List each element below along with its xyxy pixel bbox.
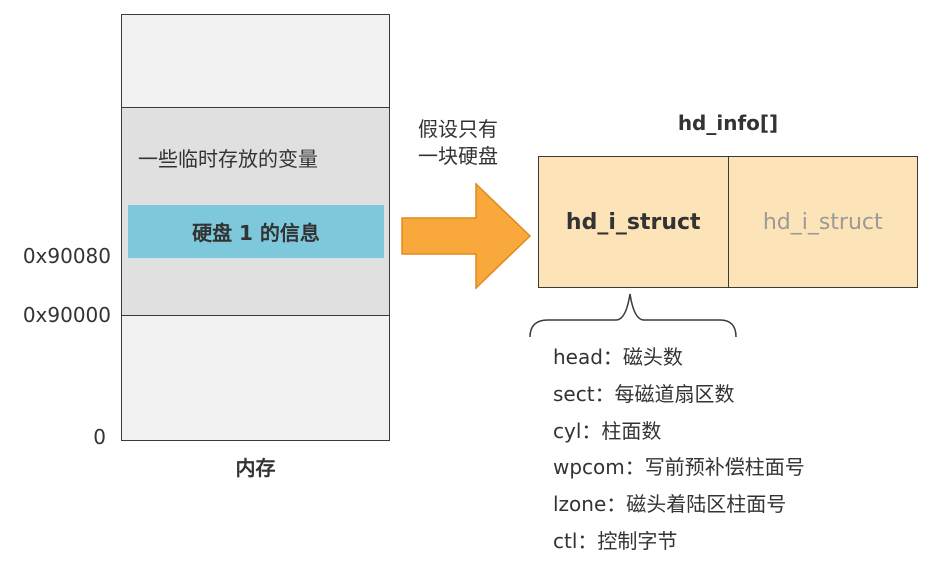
arrow-label: 假设只有 一块硬盘 bbox=[418, 116, 498, 170]
memory-title: 内存 bbox=[235, 456, 276, 480]
disk1-info-label: 硬盘 1 的信息 bbox=[192, 221, 320, 245]
right-arrow-icon bbox=[401, 182, 532, 290]
field-lzone: lzone：磁头着陆区柱面号 bbox=[553, 492, 787, 517]
field-cyl: cyl：柱面数 bbox=[553, 418, 662, 443]
field-ctl: ctl：控制字节 bbox=[553, 528, 678, 553]
hd-info-title: hd_info[] bbox=[677, 111, 779, 135]
field-head: head：磁头数 bbox=[553, 345, 683, 369]
curly-brace-icon bbox=[529, 293, 737, 338]
field-wpcom: wpcom：写前预补偿柱面号 bbox=[553, 455, 805, 480]
field-sect: sect：每磁道扇区数 bbox=[553, 381, 735, 406]
address-0x90000: 0x90000 bbox=[22, 303, 111, 327]
hd-i-struct-cell-0: hd_i_struct bbox=[539, 157, 729, 287]
arrow-label-line1: 假设只有 bbox=[418, 117, 498, 141]
arrow-label-line2: 一块硬盘 bbox=[418, 144, 498, 168]
address-0x90080: 0x90080 bbox=[22, 244, 111, 268]
temp-variables-label: 一些临时存放的变量 bbox=[138, 147, 318, 171]
address-zero: 0 bbox=[93, 425, 106, 449]
hd-i-struct-label-1: hd_i_struct bbox=[762, 209, 883, 235]
disk1-info-block: 硬盘 1 的信息 bbox=[128, 205, 384, 258]
hd-info-array: hd_i_struct hd_i_struct bbox=[538, 156, 918, 288]
hd-i-struct-cell-1: hd_i_struct bbox=[729, 157, 918, 287]
hd-i-struct-label-0: hd_i_struct bbox=[565, 209, 701, 235]
struct-fields-list: head：磁头数 sect：每磁道扇区数 cyl：柱面数 wpcom：写前预补偿… bbox=[553, 339, 805, 560]
